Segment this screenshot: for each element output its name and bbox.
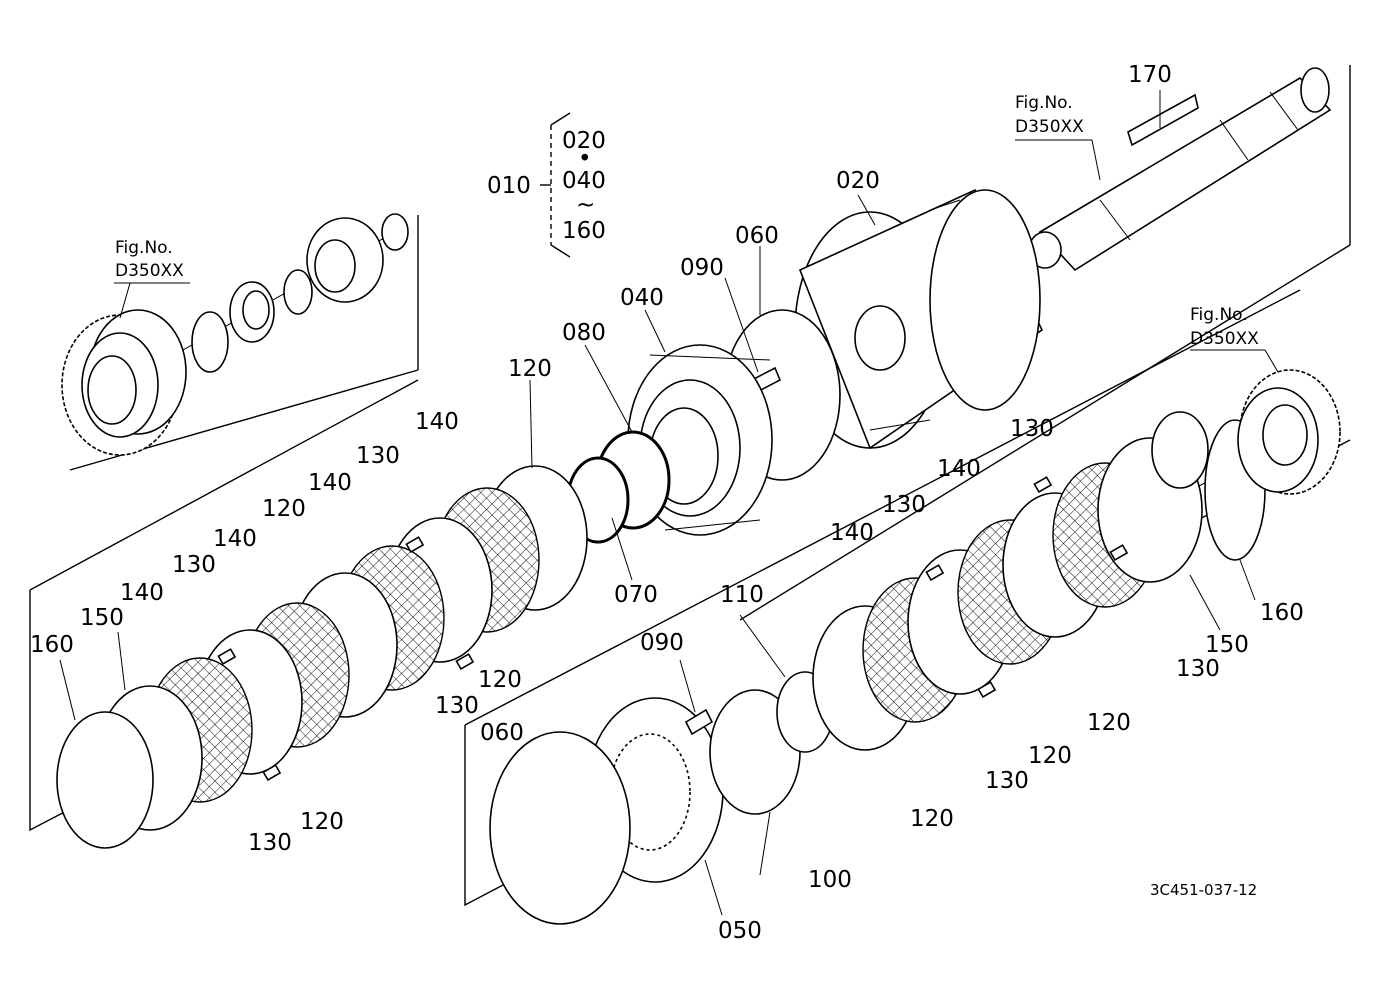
leader-lines (59, 90, 1279, 916)
label-120-e: 120 (910, 806, 954, 832)
label-140-d: 140 (120, 580, 164, 606)
label-150-right: 150 (1205, 632, 1249, 658)
label-140-f: 140 (830, 520, 874, 546)
label-020-group: 020 (562, 128, 606, 154)
clutch-drum (794, 188, 1044, 450)
label-130-h: 130 (1176, 656, 1220, 682)
group-tilde: ~ (576, 192, 595, 218)
snap-ring-right-upper (1151, 411, 1209, 489)
snap-ring-160-left (56, 711, 154, 849)
label-130-e: 130 (1010, 416, 1054, 442)
group-dot: • (578, 146, 592, 172)
figref-top: Fig.No. D350XX (1015, 93, 1084, 137)
label-010: 010 (487, 173, 531, 199)
figref-left-line2: D350XX (115, 261, 184, 281)
snap-ring-left-gear-3 (381, 213, 409, 251)
label-050: 050 (718, 918, 762, 944)
label-130-a: 130 (356, 443, 400, 469)
figref-right-line1: Fig.No. (1190, 305, 1248, 325)
label-020: 020 (836, 168, 880, 194)
drawing-code: 3C451-037-12 (1150, 881, 1257, 899)
label-040-group: 040 (562, 168, 606, 194)
label-060-top: 060 (735, 223, 779, 249)
shaft-key-170 (1127, 93, 1199, 147)
label-100: 100 (808, 867, 852, 893)
label-120-f: 120 (1028, 743, 1072, 769)
label-160-left: 160 (30, 632, 74, 658)
springs-130-left (217, 536, 475, 782)
label-130-c: 130 (435, 693, 479, 719)
frame-right-top-edge (464, 289, 1301, 726)
label-120-g: 120 (1087, 710, 1131, 736)
label-140-e: 140 (937, 456, 981, 482)
spring-090-bottom (684, 708, 714, 736)
label-130-g: 130 (985, 768, 1029, 794)
frame-left-top-edge (29, 379, 419, 591)
label-160-right: 160 (1260, 600, 1304, 626)
figref-right-line2: D350XX (1190, 329, 1259, 349)
label-160-group: 160 (562, 218, 606, 244)
figref-top-line1: Fig.No. (1015, 93, 1073, 113)
label-120-c: 120 (478, 667, 522, 693)
label-080: 080 (562, 320, 606, 346)
label-140-b: 140 (308, 470, 352, 496)
label-140-c: 140 (213, 526, 257, 552)
label-070: 070 (614, 582, 658, 608)
springs-130-right (925, 476, 1129, 699)
label-090-top: 090 (680, 255, 724, 281)
label-170: 170 (1128, 62, 1172, 88)
seal-ring-060-bottom (489, 731, 631, 925)
hub-left-gear (306, 217, 384, 303)
shaft (1028, 67, 1332, 272)
figref-top-line2: D350XX (1015, 117, 1084, 137)
label-120-a: 120 (508, 356, 552, 382)
label-060-bottom: 060 (480, 720, 524, 746)
label-120-d: 120 (300, 809, 344, 835)
frame-shaft-bottom (739, 244, 1351, 621)
snap-ring-left-gear (191, 311, 229, 373)
figref-right: Fig.No. D350XX (1190, 305, 1259, 349)
figref-left: Fig.No. D350XX (115, 238, 184, 281)
label-130-d: 130 (248, 830, 292, 856)
label-140-a: 140 (415, 409, 459, 435)
label-130-b: 130 (172, 552, 216, 578)
group-bracket-010 (540, 112, 571, 258)
snap-ring-left-gear-2 (283, 269, 313, 315)
label-110: 110 (720, 582, 764, 608)
label-090-bottom: 090 (640, 630, 684, 656)
bearing-left-gear (229, 281, 275, 343)
label-040: 040 (620, 285, 664, 311)
gear-left (61, 309, 187, 456)
label-130-f: 130 (882, 492, 926, 518)
figref-left-line1: Fig.No. (115, 238, 173, 258)
gear-right (1237, 369, 1341, 495)
label-150-left: 150 (80, 605, 124, 631)
label-120-b: 120 (262, 496, 306, 522)
